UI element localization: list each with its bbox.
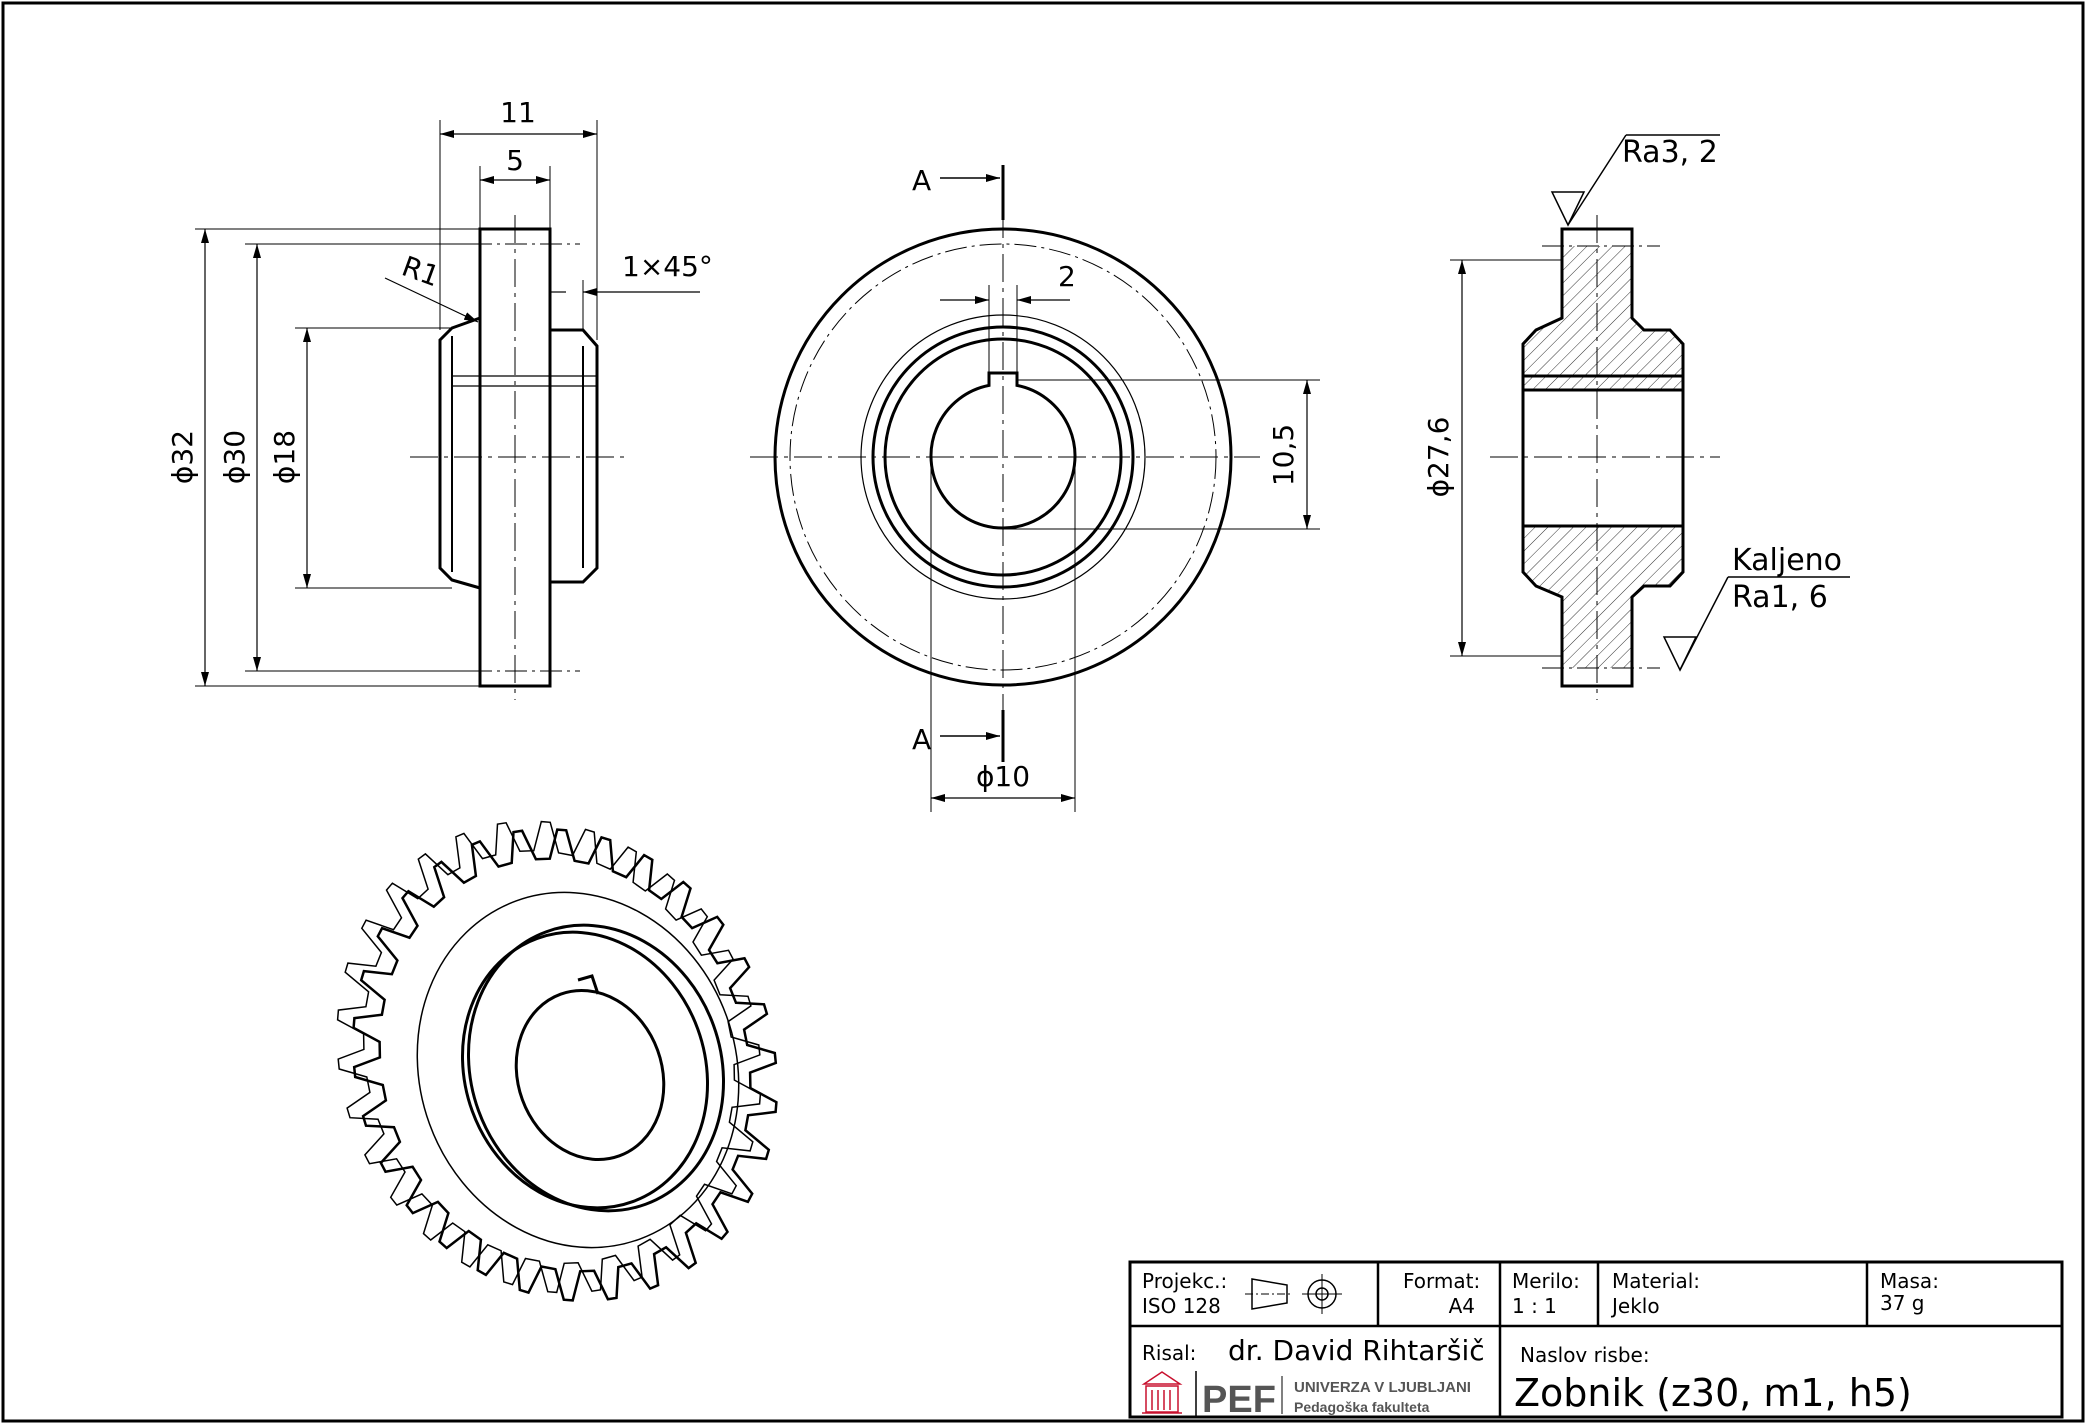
dim-dia-32: ϕ32 bbox=[166, 430, 199, 484]
dim-dia-30: ϕ30 bbox=[218, 430, 251, 484]
title-block bbox=[1128, 1260, 2064, 1419]
side-view bbox=[195, 120, 700, 700]
dim-chamfer: 1×45° bbox=[622, 250, 713, 283]
format-value: A4 bbox=[1449, 1294, 1475, 1318]
drawing-title-value: Zobnik (z30, m1, h5) bbox=[1514, 1371, 1912, 1415]
gear-isometric bbox=[336, 820, 778, 1302]
mass-label: Masa: bbox=[1880, 1269, 1939, 1293]
scale-label: Merilo: bbox=[1512, 1269, 1580, 1293]
logo-university: UNIVERZA V LJUBLJANI bbox=[1294, 1379, 1471, 1396]
section-label-bottom: A bbox=[912, 723, 931, 756]
dim-dia-27-6: ϕ27,6 bbox=[1422, 417, 1455, 498]
material-label: Material: bbox=[1612, 1269, 1700, 1293]
drawn-by-label: Risal: bbox=[1142, 1341, 1196, 1365]
dim-width-11: 11 bbox=[500, 96, 536, 129]
roughness-bottom: Ra1, 6 bbox=[1732, 580, 1828, 615]
dim-width-5: 5 bbox=[506, 144, 524, 177]
dim-dia-18: ϕ18 bbox=[268, 430, 301, 484]
building-icon bbox=[1141, 1371, 1183, 1414]
projection-label: Projekc.: bbox=[1142, 1269, 1227, 1293]
front-view bbox=[750, 165, 1320, 812]
roughness-top: Ra3, 2 bbox=[1622, 135, 1718, 170]
dim-dia-10: ϕ10 bbox=[976, 760, 1030, 793]
logo-acronym: PEF bbox=[1202, 1379, 1276, 1421]
university-logo: PEF UNIVERZA V LJUBLJANI Pedagoška fakul… bbox=[1141, 1371, 1471, 1421]
format-label: Format: bbox=[1403, 1269, 1480, 1293]
projection-value: ISO 128 bbox=[1142, 1294, 1221, 1318]
section-label-top: A bbox=[912, 164, 931, 197]
hardened-label: Kaljeno bbox=[1732, 543, 1842, 578]
drawing-title-label: Naslov risbe: bbox=[1520, 1343, 1650, 1367]
mass-value: 37 g bbox=[1880, 1291, 1925, 1315]
dim-key-width: 2 bbox=[1058, 260, 1076, 293]
material-value: Jeklo bbox=[1610, 1294, 1660, 1318]
dim-key-depth: 10,5 bbox=[1267, 424, 1300, 486]
drawn-by-value: dr. David Rihtaršič bbox=[1228, 1334, 1485, 1367]
logo-faculty: Pedagoška fakulteta bbox=[1294, 1399, 1430, 1415]
section-view bbox=[1450, 134, 1850, 700]
scale-value: 1 : 1 bbox=[1512, 1294, 1557, 1318]
